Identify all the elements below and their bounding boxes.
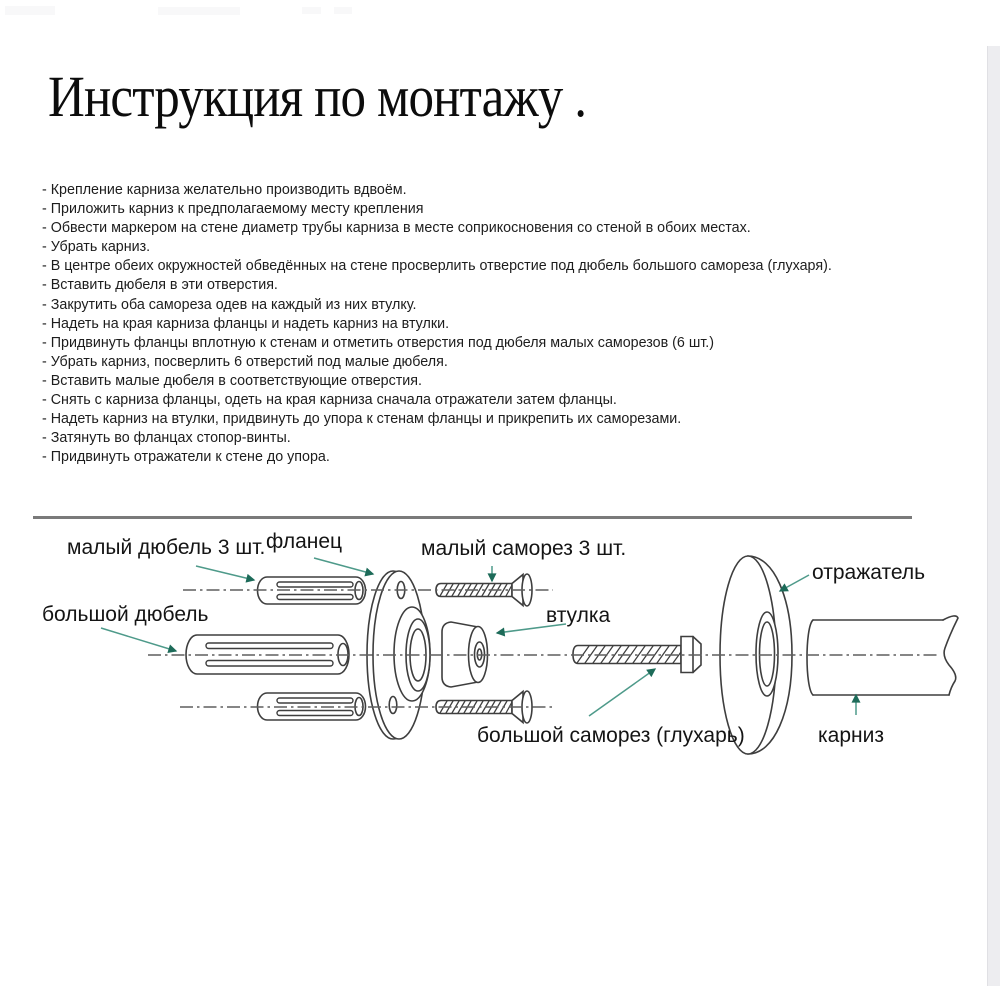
instruction-item: - Закрутить оба самореза одев на каждый …: [42, 296, 417, 313]
instruction-item: - Крепление карниза желательно производи…: [42, 182, 407, 198]
arrow-big-dowel: [100, 627, 178, 654]
instruction-item: - Приложить карниз к предполагаемому мес…: [42, 201, 424, 218]
center-lines: [148, 589, 938, 708]
label-bushing: втулка: [546, 604, 611, 627]
label-big-screw: большой саморез (глухарь): [477, 724, 745, 747]
label-reflector: отражатель: [812, 561, 926, 584]
label-cornice: карниз: [818, 724, 884, 747]
instruction-item: - Вставить малые дюбеля в соответствующи…: [42, 372, 423, 389]
arrow-reflector: [778, 574, 810, 592]
small-dowel-bottom: [256, 692, 367, 721]
arrow-big-screw: [588, 668, 657, 717]
label-flange: фланец: [266, 530, 343, 553]
instruction-item: - Придвинуть отражатели к стене до упора…: [42, 449, 330, 466]
instruction-item: - Снять с карниза фланцы, одеть на края …: [42, 392, 617, 409]
instruction-item: - Надеть на края карниза фланцы и надеть…: [42, 315, 450, 332]
instruction-item: - В центре обеих окружностей обведённых …: [42, 258, 832, 275]
scan-artifact: [158, 7, 240, 15]
instruction-item: - Придвинуть фланцы вплотную к стенам и …: [42, 334, 715, 351]
arrow-flange: [313, 557, 375, 577]
scan-artifact: [334, 7, 352, 14]
scan-artifact: [5, 6, 55, 15]
arrow-small-dowel: [195, 565, 256, 583]
leader-arrows: [100, 557, 861, 717]
page-title: Инструкция по монтажу .: [48, 64, 587, 129]
flange: [366, 570, 431, 740]
instruction-list: - Крепление карниза желательно производи…: [42, 181, 832, 467]
cornice-pipe: [806, 615, 959, 696]
instruction-item: - Обвести маркером на стене диаметр труб…: [42, 220, 751, 237]
label-small-screw: малый саморез 3 шт.: [421, 537, 627, 560]
arrow-bushing: [495, 623, 567, 637]
instruction-item: - Вставить дюбеля в эти отверстия.: [42, 277, 278, 294]
instruction-item: - Убрать карниз.: [42, 239, 151, 256]
instruction-item: - Затянуть во фланцах стопор-винты.: [42, 430, 291, 447]
section-divider: [33, 516, 912, 519]
label-small-dowel: малый дюбель 3 шт.: [67, 536, 266, 559]
scan-artifact: [302, 7, 321, 14]
instruction-item: - Надеть карниз на втулки, придвинуть до…: [42, 411, 682, 428]
label-big-dowel: большой дюбель: [42, 603, 209, 626]
right-edge-strip: [987, 46, 1000, 986]
instruction-item: - Убрать карниз, посверлить 6 отверстий …: [42, 353, 448, 370]
